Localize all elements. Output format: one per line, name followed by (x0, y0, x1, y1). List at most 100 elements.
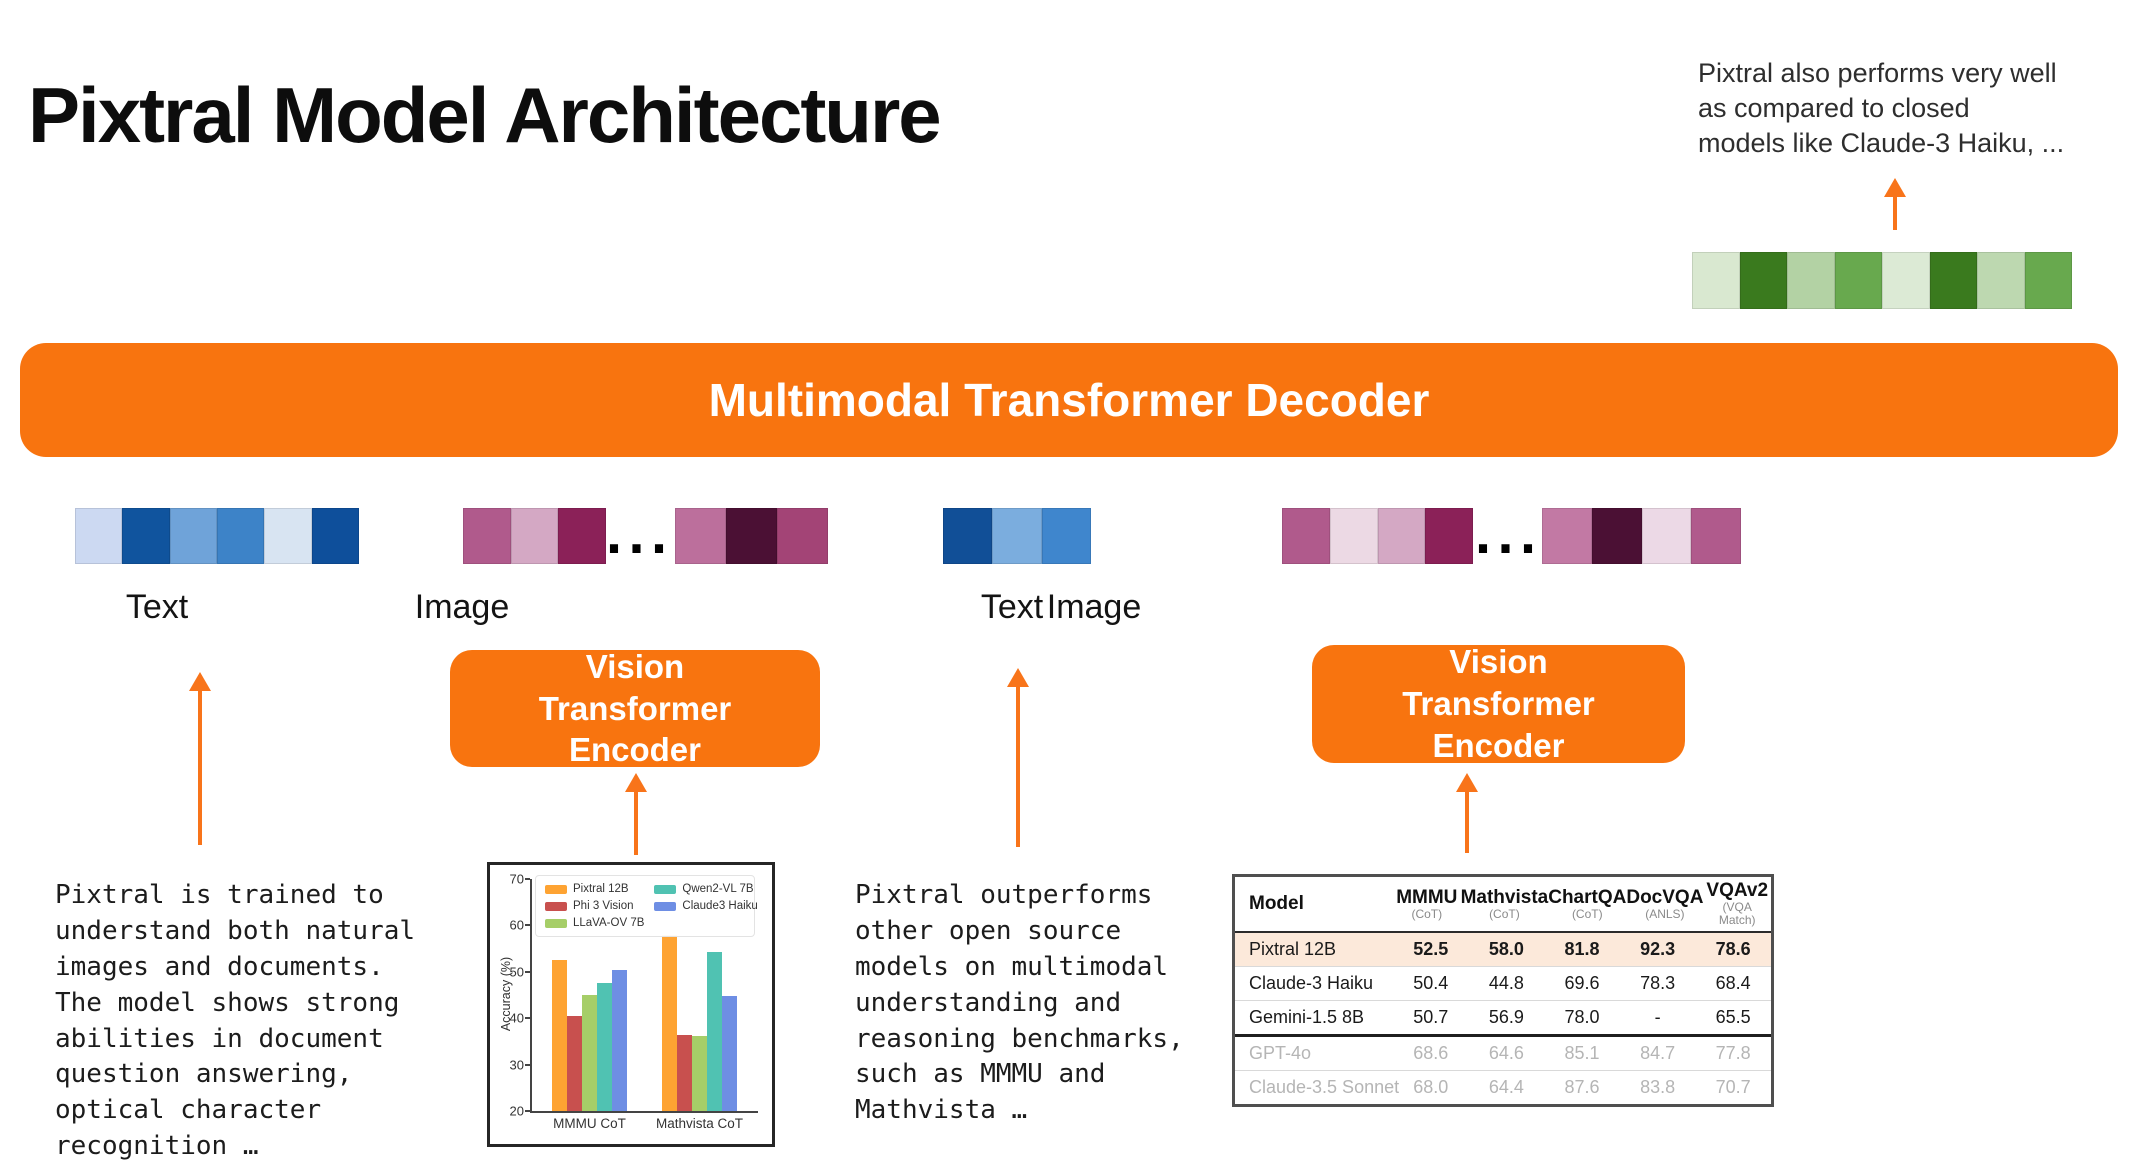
legend-label: Claude3 Haiku (682, 900, 758, 912)
token-cell (1787, 252, 1835, 309)
table-header-sublabel: (VQA Match) (1718, 900, 1756, 927)
chart-y-tick-mark (525, 1110, 530, 1112)
table-value-cell: 85.1 (1564, 1043, 1600, 1063)
chart-bar (552, 960, 567, 1111)
chart-bar (692, 1036, 707, 1111)
chart-y-tick-mark (525, 924, 530, 927)
page-title: Pixtral Model Architecture (28, 71, 942, 159)
table-value-cell: 84.7 (1640, 1043, 1676, 1063)
chart-y-tick-label: 60 (509, 917, 524, 933)
table-value-cell: 64.4 (1488, 1077, 1524, 1097)
text-token-strip-2 (943, 508, 1091, 564)
table-header-label: VQAv2 (1706, 880, 1769, 902)
table-value-cell: 68.0 (1413, 1077, 1449, 1097)
table-value-cell: 78.0 (1564, 1007, 1600, 1027)
image-label-1: Image (414, 588, 510, 626)
token-cell (1739, 252, 1787, 309)
chart-y-tick-mark (525, 970, 530, 973)
token-cell (1591, 508, 1642, 564)
table-header-cell: Model (1235, 894, 1393, 914)
chart-legend-item: Pixtral 12B (545, 883, 644, 895)
chart-y-tick-label: 70 (509, 871, 524, 887)
token-cell (1425, 508, 1473, 564)
token-cell (311, 508, 359, 564)
table-value-cell: 50.7 (1413, 1007, 1449, 1027)
chart-legend-item: Claude3 Haiku (654, 900, 758, 912)
chart-bar (662, 934, 677, 1111)
chart-y-tick-mark (525, 1017, 530, 1020)
token-cell (1834, 252, 1882, 309)
text-label-1: Text (125, 588, 189, 626)
token-cell (777, 508, 828, 564)
token-cell (1641, 508, 1692, 564)
arrow-shaft (198, 688, 202, 845)
legend-swatch-icon (654, 901, 677, 911)
chart-y-tick-label: 40 (509, 1010, 524, 1026)
arrow-midtext-to-text2-icon (1007, 668, 1029, 847)
token-cell (510, 508, 559, 564)
arrow-green-strip-to-note-icon (1884, 178, 1906, 230)
table-value-cell: 81.8 (1564, 939, 1600, 959)
table-header-sublabel: (ANLS) (1645, 906, 1685, 921)
image-token-strip-2a (1282, 508, 1473, 564)
ellipsis-dots-1: ... (605, 510, 673, 564)
table-value-cell: 77.8 (1715, 1043, 1751, 1063)
table-header-label: MMMU (1396, 886, 1458, 908)
encoder-label-1: Vision Transformer Encoder (538, 647, 732, 769)
token-cell (264, 508, 312, 564)
arrow-head-icon (1007, 668, 1029, 687)
table-value-cell: 78.3 (1640, 973, 1676, 993)
chart-x-axis-line (530, 1111, 758, 1113)
chart-bar (582, 994, 597, 1111)
output-token-strip-green (1692, 252, 2072, 309)
arrow-shaft (1893, 194, 1897, 230)
vision-transformer-encoder-box-1: Vision Transformer Encoder (450, 648, 820, 768)
table-value-cell: 64.6 (1488, 1043, 1524, 1063)
table-header-sublabel: (CoT) (1411, 906, 1443, 921)
table-value-cell: 68.4 (1715, 973, 1751, 993)
token-cell (726, 508, 777, 564)
chart-bar (567, 1016, 582, 1111)
image-label-2: Image (1046, 588, 1142, 626)
table-header-label: Mathvista (1460, 886, 1549, 908)
token-cell (216, 508, 265, 564)
token-cell (1692, 252, 1740, 309)
token-cell (558, 508, 607, 564)
token-cell (943, 508, 993, 564)
table-value-cell: 65.5 (1715, 1007, 1751, 1027)
encoder-label-2: Vision Transformer Encoder (1402, 643, 1595, 764)
token-cell (1691, 508, 1741, 564)
table-header-cell: ChartQA(CoT) (1548, 886, 1627, 921)
arrow-head-icon (625, 773, 647, 792)
legend-label: Pixtral 12B (573, 883, 629, 895)
arrow-lefttext-to-text1-icon (189, 672, 211, 845)
legend-swatch-icon (545, 884, 567, 894)
chart-y-tick-label: 30 (509, 1057, 524, 1073)
image-token-strip-1a (463, 508, 607, 564)
table-value-cell: 70.7 (1715, 1077, 1751, 1097)
token-cell (463, 508, 511, 564)
chart-bar (722, 995, 737, 1111)
table-value-cell: 83.8 (1640, 1077, 1676, 1097)
table-value-cell: 50.4 (1413, 973, 1449, 993)
token-cell (122, 508, 170, 564)
table-value-cell: 87.6 (1564, 1077, 1600, 1097)
chart-category-label: MMMU CoT (553, 1116, 626, 1131)
token-cell (2024, 252, 2072, 309)
table-header-sublabel: (CoT) (1489, 906, 1520, 921)
table-header-label: ChartQA (1548, 886, 1627, 908)
token-cell (1882, 252, 1930, 309)
table-model-cell: Pixtral 12B (1249, 939, 1337, 959)
chart-y-tick-label: 50 (509, 964, 524, 980)
arrow-table-to-encoder2-icon (1456, 773, 1478, 853)
ellipsis-dots-2: ... (1474, 510, 1542, 564)
token-cell (992, 508, 1042, 564)
table-value-cell: 44.8 (1488, 973, 1524, 993)
table-header-sublabel: (CoT) (1571, 906, 1603, 921)
middle-description-text: Pixtral outperforms other open source mo… (855, 880, 1184, 1126)
